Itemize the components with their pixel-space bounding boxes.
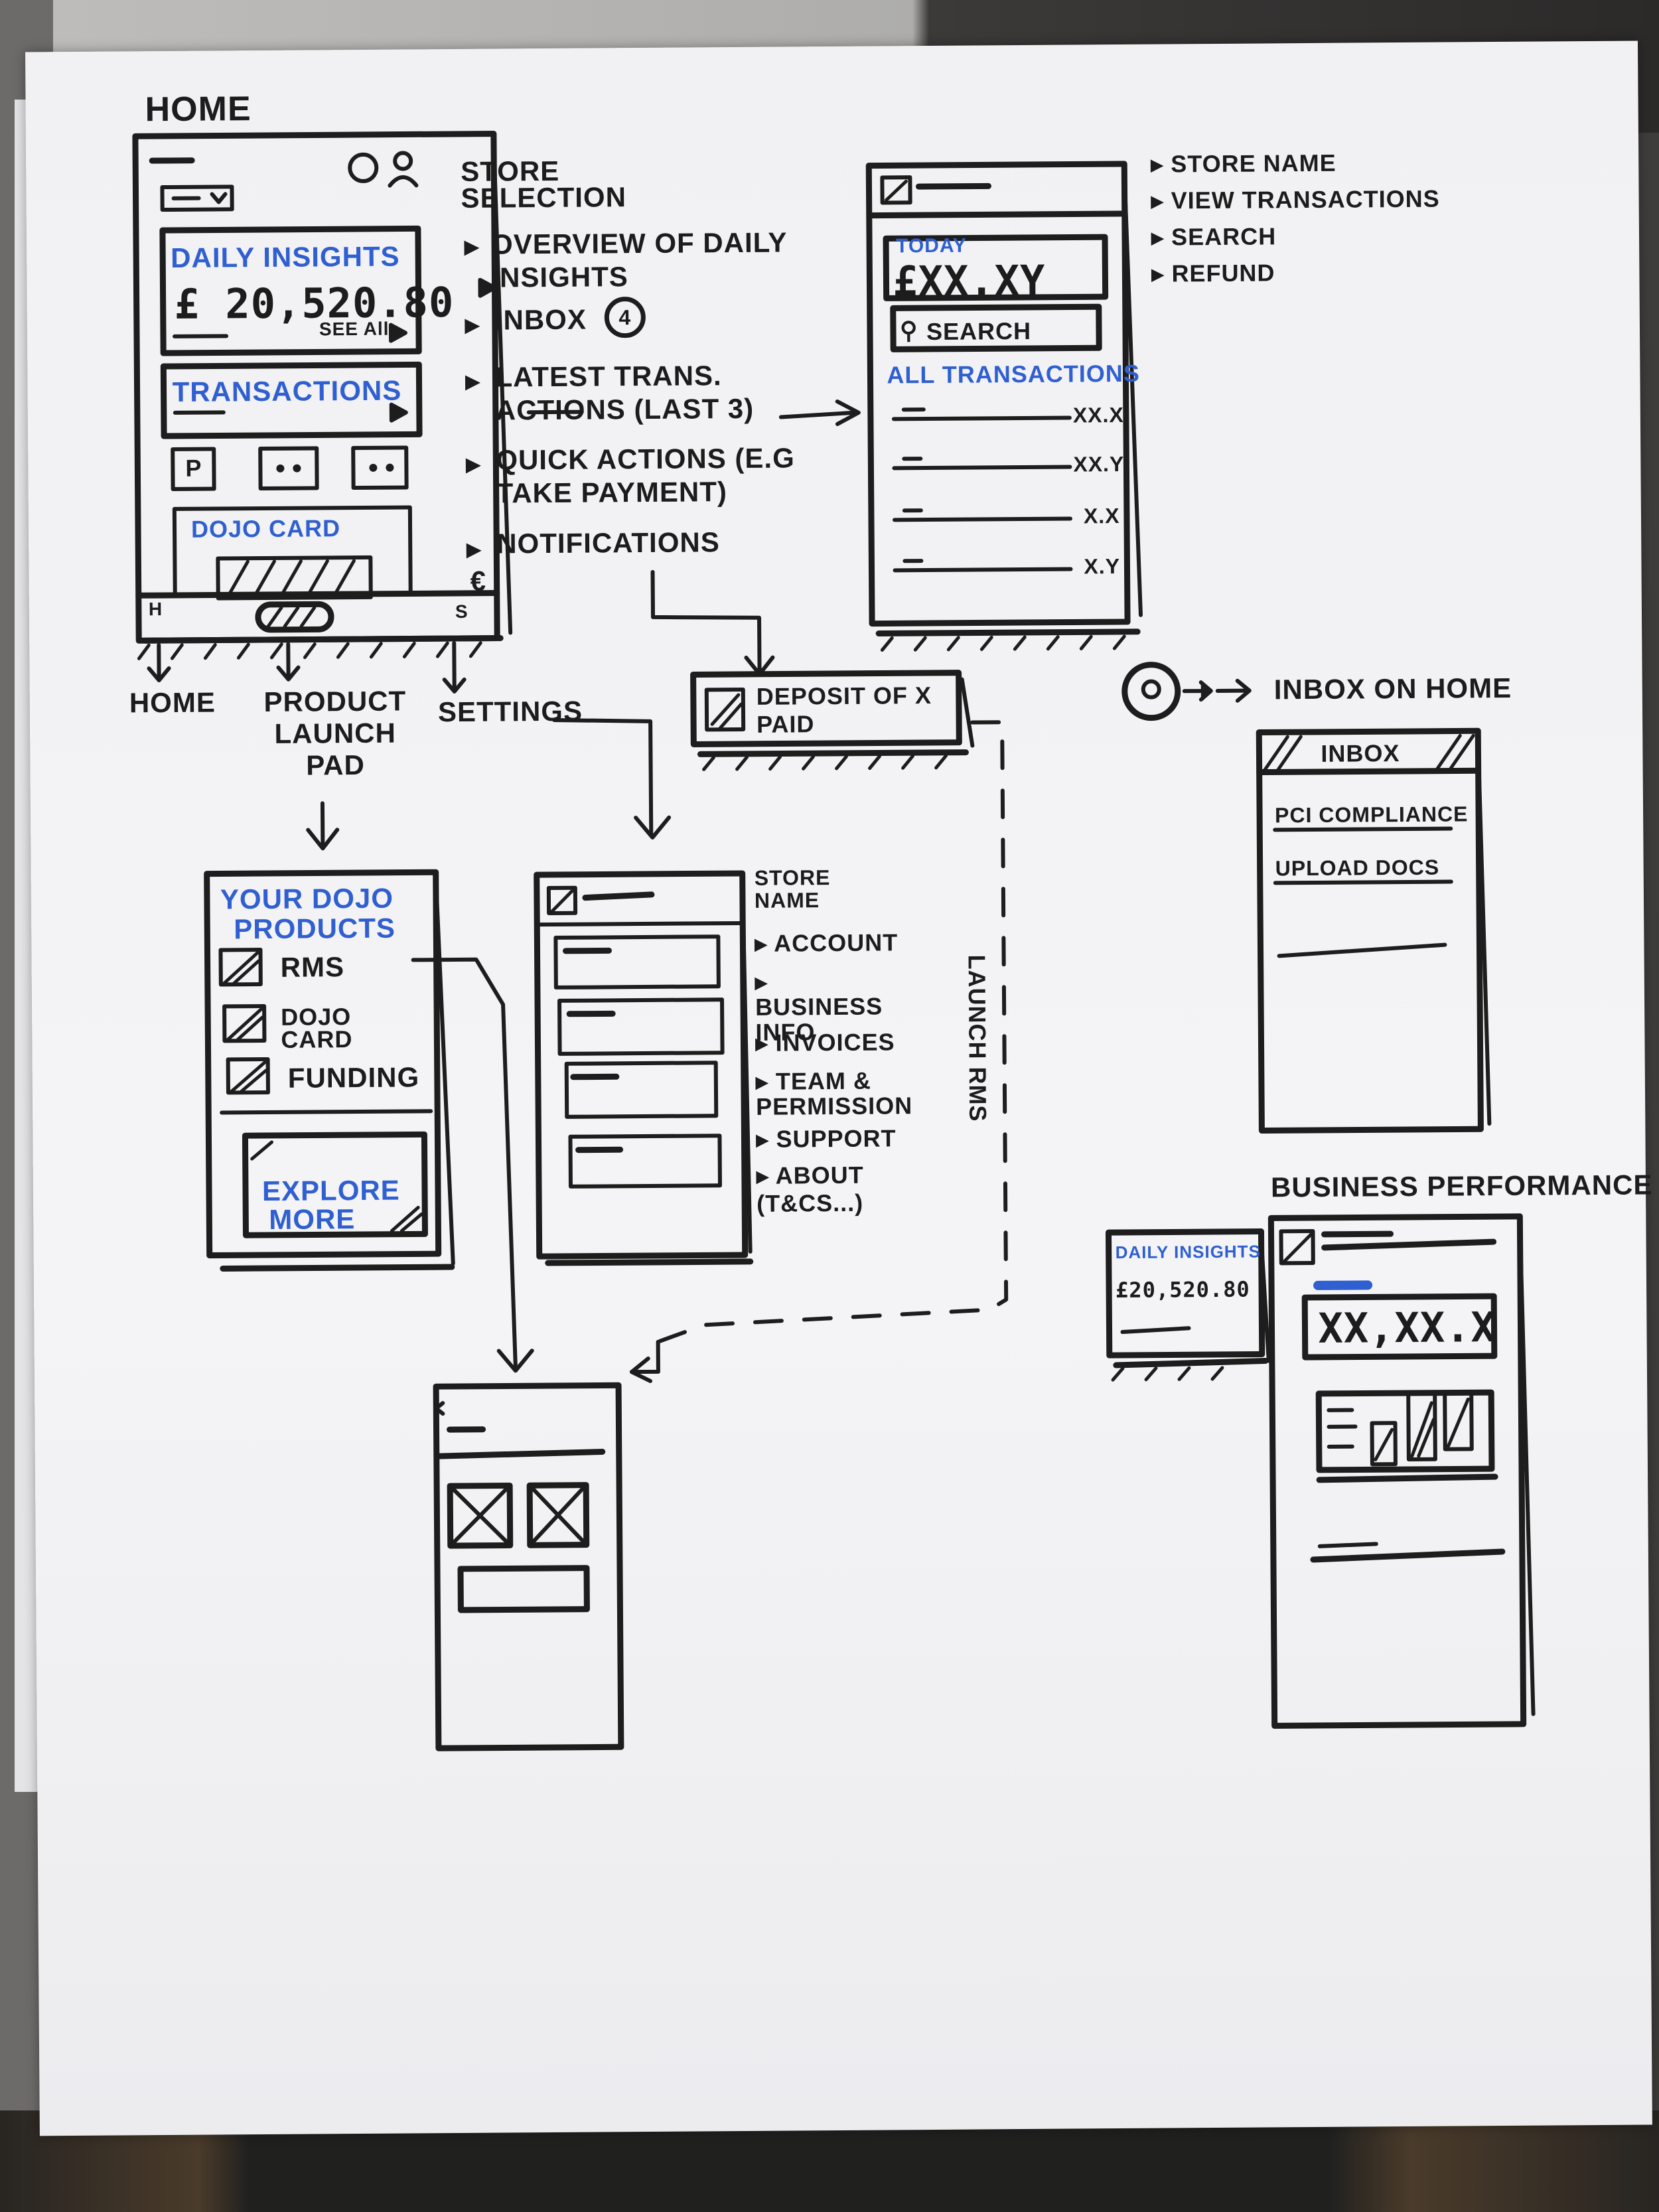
home-phone-frame: [132, 131, 513, 694]
home-title: HOME: [145, 90, 252, 129]
rms-phone-frame: [433, 1382, 624, 1751]
business-performance-heading: BUSINESS PERFORMANCE: [1270, 1169, 1653, 1203]
settings-item-account[interactable]: ▸ ACCOUNT: [755, 928, 899, 957]
all-transactions-label[interactable]: ALL TRANSACTIONS: [887, 359, 1140, 389]
tx-note-2: ▸ VIEW TRANSACTIONS: [1151, 184, 1440, 214]
today-label: TODAY: [895, 234, 967, 258]
tx-note-4: ▸ REFUND: [1151, 259, 1275, 287]
settings-store-name: STORE NAME: [754, 865, 831, 913]
product-item-funding[interactable]: FUNDING: [287, 1061, 420, 1094]
bp-value: XX,XX.X: [1318, 1303, 1497, 1353]
search-icon[interactable]: ⚲: [899, 317, 918, 344]
quick-action-payment-button[interactable]: P: [185, 454, 202, 482]
nav-label-settings: SETTINGS: [437, 695, 583, 728]
product-launchpad-frame: [204, 869, 534, 1373]
search-field[interactable]: SEARCH: [926, 317, 1032, 346]
notification-text-2: PAID: [756, 710, 815, 738]
transaction-row-value: X.Y: [1084, 553, 1121, 579]
nav-home-tab[interactable]: H: [148, 599, 163, 620]
tx-note-3: ▸ SEARCH: [1151, 222, 1277, 251]
see-all-link[interactable]: SEE All: [319, 318, 390, 340]
nav-label-home: HOME: [129, 686, 216, 719]
product-item-rms[interactable]: RMS: [280, 951, 345, 983]
note-notifications: NOTIFICATIONS: [496, 526, 720, 559]
transactions-label[interactable]: TRANSACTIONS: [172, 374, 402, 407]
transactions-phone-frame: [865, 161, 1143, 652]
settings-phone-frame: [534, 870, 754, 1266]
inbox-item-pci[interactable]: PCI COMPLIANCE: [1274, 802, 1469, 828]
nav-settings-tab[interactable]: S: [455, 601, 469, 622]
daily-insights-value: £ 20,520.80: [174, 277, 455, 329]
nav-label-product-launchpad: PRODUCT LAUNCH PAD: [263, 685, 407, 781]
note-arrow-4: ▸: [466, 447, 481, 479]
sketch-paper: HOME DAILY INSIGHTS £ 20,520.80 SEE All …: [25, 40, 1653, 2136]
settings-item-invoices[interactable]: ▸ INVOICES: [755, 1028, 895, 1057]
bp-card-value: £20,520.80: [1115, 1276, 1250, 1303]
product-item-dojo-card[interactable]: DOJO CARD: [281, 1003, 353, 1053]
inbox-badge-icon: 4: [604, 296, 646, 338]
tx-note-1: ▸ STORE NAME: [1151, 149, 1336, 178]
note-arrow-5: ▸: [467, 532, 482, 564]
note-store-selection: STORE SELECTION: [461, 155, 627, 214]
bp-card-label: DAILY INSIGHTS: [1115, 1241, 1261, 1263]
notification-text: DEPOSIT OF X: [756, 681, 932, 710]
transaction-row-value: XX.X: [1072, 402, 1124, 427]
inbox-title: INBOX: [1321, 739, 1400, 767]
transaction-row-value: XX.Y: [1073, 451, 1125, 477]
note-overview: OVERVIEW OF DAILY INSIGHTS: [490, 226, 787, 293]
today-value: £XX.XY: [893, 256, 1046, 306]
launch-rms-label: LAUNCH RMS: [963, 954, 992, 1122]
settings-item-support[interactable]: ▸ SUPPORT: [756, 1124, 897, 1153]
transaction-row-value: X.X: [1083, 503, 1120, 528]
inbox-phone-frame: [1121, 662, 1492, 1134]
explore-more-button[interactable]: EXPLORE: [261, 1174, 400, 1207]
settings-item-team-permission[interactable]: ▸ TEAM & PERMISSION: [755, 1067, 913, 1120]
note-inbox: INBOX: [494, 303, 587, 336]
daily-insights-label: DAILY INSIGHTS: [171, 240, 400, 273]
inbox-heading: INBOX ON HOME: [1273, 672, 1512, 705]
sketch-drawing: [132, 131, 1536, 1751]
note-latest-transactions: LATEST TRANS. ACTIONS (LAST 3): [495, 360, 755, 426]
note-arrow-3: ▸: [465, 364, 480, 396]
note-quick-actions: QUICK ACTIONS (E.G TAKE PAYMENT): [496, 442, 795, 509]
business-performance-frame: [1105, 1213, 1536, 1729]
launchpad-title: YOUR DOJO: [220, 882, 394, 915]
note-arrow-2: ▸: [465, 308, 480, 340]
inbox-item-upload-docs[interactable]: UPLOAD DOCS: [1275, 855, 1440, 881]
dojo-card-label[interactable]: DOJO CARD: [190, 514, 341, 543]
note-euro-symbol: €: [470, 565, 487, 597]
note-arrow-1: ▸: [464, 230, 480, 261]
explore-more-button-2[interactable]: MORE: [269, 1203, 356, 1235]
launchpad-title-2: PRODUCTS: [234, 912, 396, 945]
notification-card-frame: [690, 670, 975, 771]
settings-item-about[interactable]: ▸ ABOUT (T&CS...): [756, 1161, 864, 1217]
